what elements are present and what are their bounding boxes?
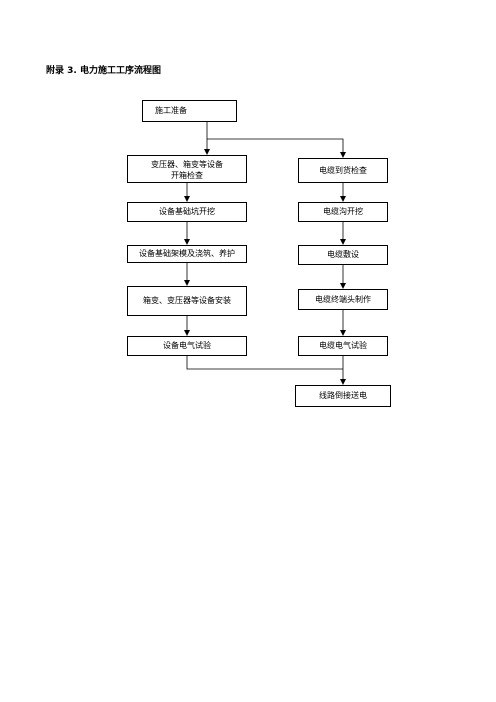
step-left-3: 设备基础架模及浇筑、养护 xyxy=(127,245,247,263)
step-left-1: 变压器、箱变等设备 开箱检查 xyxy=(127,155,247,183)
step-right-2-label: 电缆沟开挖 xyxy=(323,207,363,216)
connector-merge-left xyxy=(186,356,343,370)
step-right-3: 电缆敷设 xyxy=(298,245,388,265)
step-left-4-label: 箱变、变压器等设备安装 xyxy=(143,296,231,305)
step-left-1-label-line1: 变压器、箱变等设备 xyxy=(151,160,223,169)
step-end: 线路倒接送电 xyxy=(295,385,391,407)
page-title: 附录 3. 电力施工工序流程图 xyxy=(46,66,161,76)
step-right-4-label: 电缆终端头制作 xyxy=(315,294,371,304)
step-right-4: 电缆终端头制作 xyxy=(298,289,388,310)
step-left-4: 箱变、变压器等设备安装 xyxy=(127,286,247,316)
step-left-5-label: 设备电气试验 xyxy=(163,341,211,350)
step-left-1-label-line2: 开箱检查 xyxy=(171,171,203,179)
step-start-label: 施工准备 xyxy=(155,106,187,115)
step-left-2-label: 设备基础坑开挖 xyxy=(159,207,215,216)
step-end-label: 线路倒接送电 xyxy=(319,391,367,400)
step-left-5: 设备电气试验 xyxy=(127,336,247,356)
step-start: 施工准备 xyxy=(142,100,237,122)
step-right-1: 电缆到货检查 xyxy=(298,158,388,183)
step-right-5: 电缆电气试验 xyxy=(298,336,388,356)
connector-start-split xyxy=(206,122,346,158)
step-right-1-label: 电缆到货检查 xyxy=(319,165,367,175)
step-left-3-label: 设备基础架模及浇筑、养护 xyxy=(139,249,235,258)
step-right-5-label: 电缆电气试验 xyxy=(319,341,367,350)
step-left-2: 设备基础坑开挖 xyxy=(127,202,247,222)
step-right-2: 电缆沟开挖 xyxy=(298,202,388,222)
step-right-3-label: 电缆敷设 xyxy=(327,250,359,259)
